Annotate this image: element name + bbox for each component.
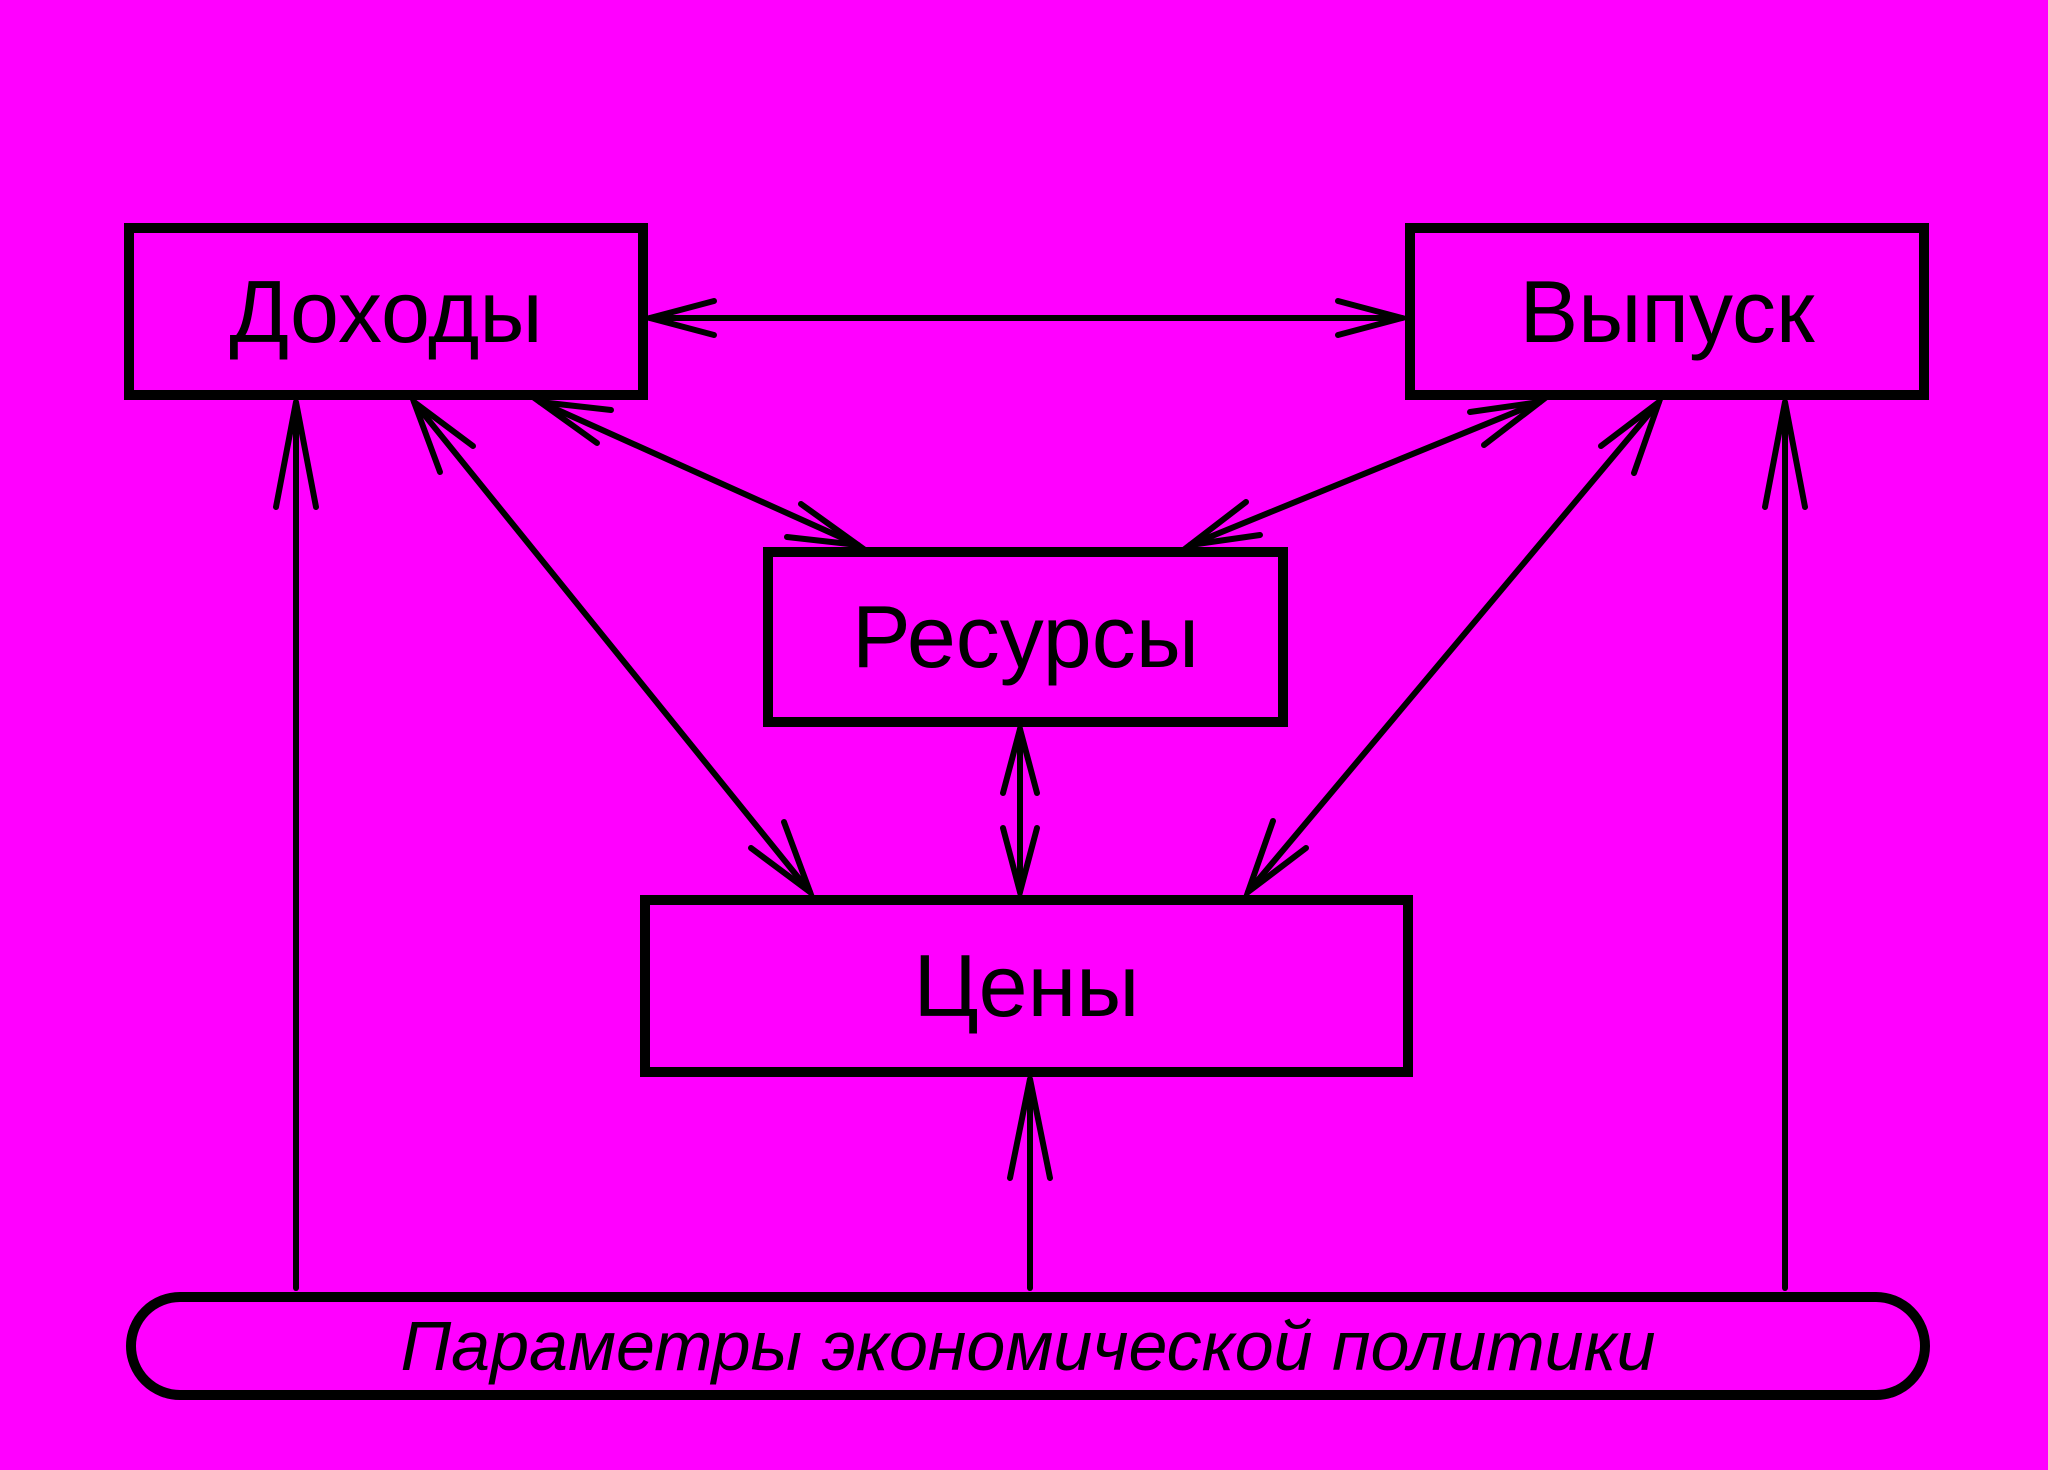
arrowhead-prices	[1007, 1078, 1053, 1181]
arrowhead-output	[1467, 397, 1551, 448]
arrowhead-output	[1598, 393, 1666, 476]
edge-output-resources	[1187, 399, 1543, 548]
prices-node: Цены	[640, 895, 1413, 1077]
arrowhead-prices	[1000, 825, 1040, 904]
arrowhead-incomes	[528, 397, 614, 446]
arrowhead-output	[1335, 298, 1414, 338]
policy-parameters-node: Параметры экономической политики	[126, 1292, 1930, 1400]
output-node: Выпуск	[1405, 223, 1929, 400]
arrowhead-prices	[748, 819, 817, 901]
edge-output-prices	[1245, 399, 1662, 895]
arrowhead-resources	[1000, 717, 1040, 796]
incomes-node: Доходы	[124, 223, 648, 400]
arrowhead-incomes	[407, 393, 476, 475]
resources-node: Ресурсы	[763, 547, 1288, 727]
arrowhead-incomes	[638, 298, 717, 338]
arrowhead-incomes	[273, 401, 319, 510]
arrowhead-resources	[784, 501, 870, 550]
arrowhead-output	[1762, 401, 1808, 510]
edge-incomes-prices	[411, 399, 813, 895]
arrowhead-resources	[1179, 499, 1263, 550]
edge-incomes-resources	[537, 399, 861, 548]
arrowhead-prices	[1241, 818, 1309, 901]
